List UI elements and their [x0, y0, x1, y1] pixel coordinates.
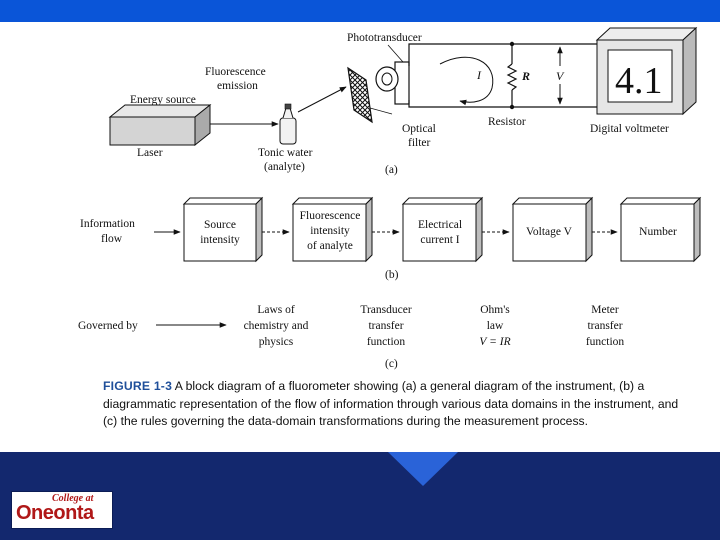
logo-small-text: College at — [52, 493, 94, 504]
rule4-line3: function — [586, 336, 625, 348]
optical-filter-label-line2: filter — [408, 137, 431, 149]
rule3-line3: V = IR — [479, 336, 510, 348]
voltage-symbol: V — [556, 69, 565, 83]
voltmeter-reading: 4.1 — [615, 60, 663, 102]
part-a: Phototransducer Fluorescence emission En… — [108, 26, 698, 176]
phototransducer-label: Phototransducer — [347, 32, 422, 44]
information-flow-label-line2: flow — [101, 233, 123, 245]
laser-label: Laser — [137, 147, 163, 159]
rule2-line1: Transducer — [360, 304, 411, 316]
part-a-label: (a) — [385, 164, 398, 176]
block-source-intensity: Source intensity — [182, 196, 264, 263]
block2-line1: Fluorescence — [300, 210, 361, 222]
logo-big-text: Oneonta — [16, 502, 94, 524]
optical-filter-label-line1: Optical — [402, 123, 436, 135]
banner-arrow-icon — [388, 452, 458, 486]
rule1-line3: physics — [259, 336, 294, 348]
block1-line2: intensity — [200, 234, 240, 246]
laser-box — [108, 103, 212, 147]
block2-line3: of analyte — [307, 240, 353, 252]
circuit — [408, 43, 597, 108]
top-banner — [0, 0, 720, 22]
block1-line1: Source — [204, 219, 236, 231]
junction-bottom — [509, 104, 515, 110]
rule3-line2: law — [487, 320, 504, 332]
junction-top — [509, 41, 515, 47]
fluorescence-label-line2: emission — [217, 80, 258, 92]
block-fluorescence-intensity: Fluorescence intensity of analyte — [291, 196, 374, 263]
digital-voltmeter-label: Digital voltmeter — [590, 123, 669, 135]
phototransducer-device — [375, 44, 410, 105]
block3-line2: current I — [420, 234, 459, 246]
college-logo: College at Oneonta — [11, 491, 113, 529]
rule1-line2: chemistry and — [244, 320, 309, 332]
block-number: Number — [619, 196, 702, 263]
part-b: Information flow Source intensity Fluore… — [80, 196, 702, 281]
bottom-banner — [0, 452, 720, 540]
current-loop-arrow — [439, 56, 494, 106]
block3-line1: Electrical — [418, 219, 462, 231]
tonic-water-label-line1: Tonic water — [258, 147, 313, 159]
part-b-label: (b) — [385, 269, 399, 281]
fluorometer-diagram: Phototransducer Fluorescence emission En… — [78, 26, 702, 370]
resistor-symbol: R — [521, 69, 530, 83]
block-voltage: Voltage V — [511, 196, 594, 263]
part-c: Governed by Laws of chemistry and physic… — [78, 304, 624, 370]
figure-caption: FIGURE 1-3 A block diagram of a fluorome… — [103, 378, 693, 431]
fluorescence-label-line1: Fluorescence — [205, 66, 266, 78]
rule3-line1: Ohm's — [480, 304, 510, 316]
block-electrical-current: Electrical current I — [401, 196, 484, 263]
optical-filter — [347, 66, 373, 124]
governed-by-label: Governed by — [78, 320, 138, 332]
rule2-line3: function — [367, 336, 406, 348]
part-c-label: (c) — [385, 358, 398, 370]
rule4-line1: Meter — [591, 304, 619, 316]
current-symbol: I — [476, 68, 482, 82]
rule4-line2: transfer — [587, 320, 622, 332]
emission-arrow — [297, 86, 347, 113]
block4-line1: Voltage V — [526, 226, 573, 238]
resistor-label: Resistor — [488, 116, 526, 128]
digital-voltmeter — [595, 26, 698, 116]
block5-line1: Number — [639, 226, 677, 238]
information-flow-label-line1: Information — [80, 218, 135, 230]
figure-caption-text: A block diagram of a fluorometer showing… — [103, 379, 679, 428]
figure-number: FIGURE 1-3 — [103, 379, 173, 393]
rule1-line1: Laws of — [257, 304, 295, 316]
tonic-water-bottle — [279, 103, 297, 145]
energy-source-label: Energy source — [130, 94, 196, 106]
rule2-line2: transfer — [368, 320, 403, 332]
filter-leader — [369, 107, 393, 115]
block2-line2: intensity — [310, 225, 350, 237]
tonic-water-label-line2: (analyte) — [264, 161, 305, 173]
